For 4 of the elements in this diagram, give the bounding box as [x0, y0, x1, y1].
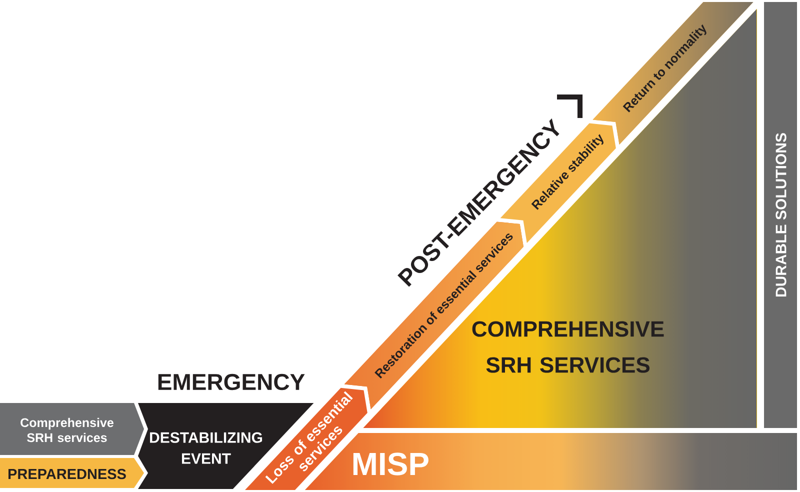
chevron-box: PREPAREDNESS — [0, 458, 144, 488]
vertical-bar: DURABLE SOLUTIONS — [764, 2, 798, 428]
phase-heading: EMERGENCY — [158, 374, 305, 390]
chevron-box: Comprehensive SRH services — [0, 403, 144, 455]
